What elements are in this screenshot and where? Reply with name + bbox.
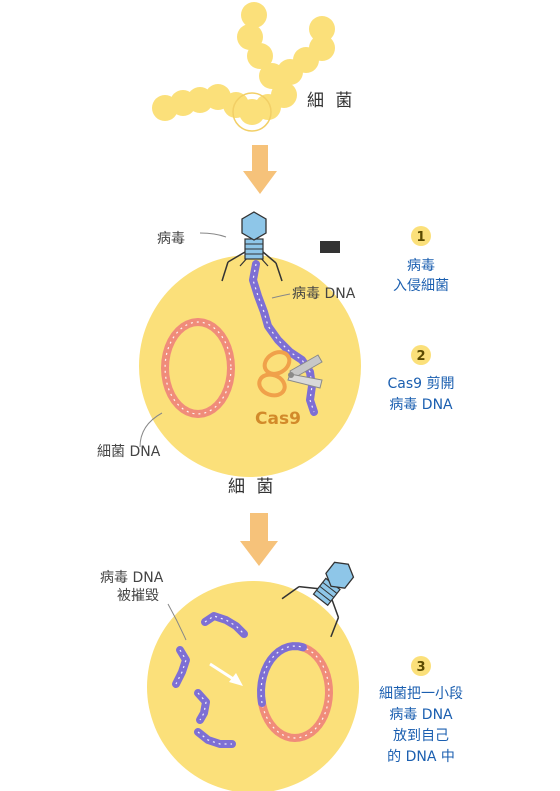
step-3-line-1: 細菌把一小段 bbox=[379, 686, 463, 702]
step-3-line-3: 放到自己 bbox=[393, 728, 449, 744]
down-arrow-1 bbox=[243, 145, 277, 194]
step-2-line-1: Cas9 剪開 bbox=[387, 376, 454, 392]
step-1-line-1: 病毒 bbox=[407, 258, 435, 274]
destroyed-label-line1: 病毒 DNA bbox=[100, 570, 164, 586]
bacterium bbox=[241, 2, 267, 28]
virus-dna-fragments bbox=[172, 612, 248, 748]
step-2-number: 2 bbox=[416, 349, 425, 364]
down-arrow-2 bbox=[240, 513, 278, 566]
step-2-badge bbox=[411, 345, 431, 365]
bacterium bbox=[247, 43, 273, 69]
bacteria-cell-middle bbox=[139, 255, 361, 477]
step-3-line-2: 病毒 DNA bbox=[389, 707, 453, 723]
bacteria-dna-ring bbox=[161, 318, 235, 418]
step-1-line-2: 入侵細菌 bbox=[393, 277, 449, 294]
bacterium bbox=[309, 16, 335, 42]
dark-marker bbox=[320, 241, 340, 253]
step-3-line-4: 的 DNA 中 bbox=[387, 749, 455, 765]
inserted-virus-dna bbox=[257, 642, 308, 708]
bacterium bbox=[309, 35, 335, 61]
scissors-icon bbox=[257, 350, 323, 398]
step-3: 3 細菌把一小段 病毒 DNA 放到自己 的 DNA 中 bbox=[379, 656, 463, 765]
step-1: 1 病毒 入侵細菌 bbox=[393, 226, 449, 294]
bacteria-dna-leader-line bbox=[139, 412, 163, 448]
virus-icon bbox=[221, 211, 283, 282]
step-2: 2 Cas9 剪開 病毒 DNA bbox=[387, 345, 455, 413]
bacteria-chain bbox=[152, 2, 335, 125]
bacteria-dna-label: 細菌 DNA bbox=[97, 444, 161, 460]
bacteria-label-middle: 細 菌 bbox=[228, 477, 276, 497]
highlight-ring bbox=[232, 92, 272, 132]
step-2-line-2: 病毒 DNA bbox=[389, 397, 453, 413]
virus-label: 病毒 bbox=[157, 231, 185, 247]
virus-dna-label: 病毒 DNA bbox=[292, 286, 356, 302]
destroyed-leader-line bbox=[167, 603, 187, 641]
step-1-badge bbox=[411, 226, 431, 246]
destroyed-label-line2: 被摧毀 bbox=[117, 588, 159, 604]
bacteria-dna-ring-with-insert bbox=[257, 642, 333, 742]
step-3-number: 3 bbox=[416, 660, 425, 675]
cas9-label: Cas9 bbox=[255, 409, 301, 429]
step-1-number: 1 bbox=[416, 230, 425, 245]
white-arrow bbox=[209, 662, 243, 686]
virus-leader-line bbox=[199, 232, 227, 238]
virus-icon-2 bbox=[281, 561, 355, 638]
virus-dna-strand bbox=[249, 260, 318, 416]
bacterium bbox=[152, 95, 178, 121]
virus-dna-leader-line bbox=[271, 293, 291, 299]
step-3-badge bbox=[411, 656, 431, 676]
bacteria-label-top: 細 菌 bbox=[307, 91, 355, 111]
